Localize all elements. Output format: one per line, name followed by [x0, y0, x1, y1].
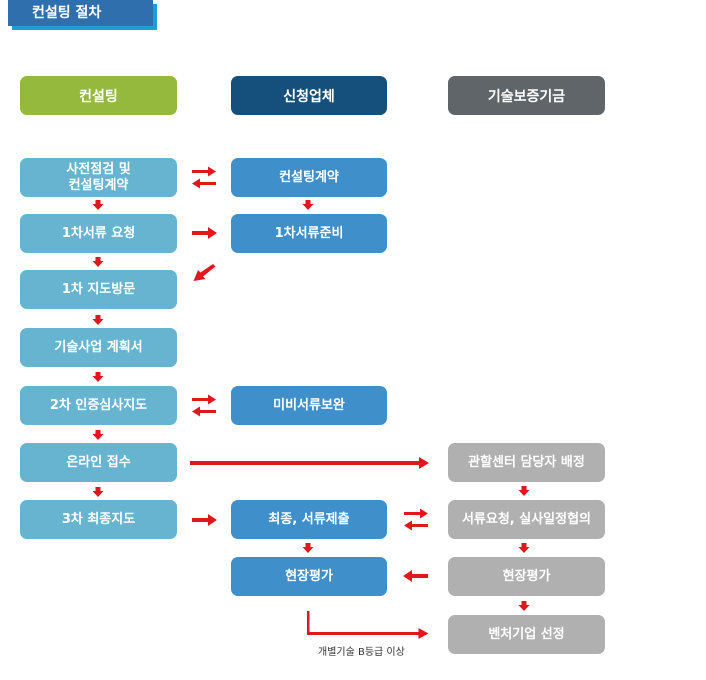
- step-venture-selection: 벤처기업 선정: [448, 615, 605, 654]
- arrow-right-schedule: [404, 508, 428, 519]
- arrow-left-contract: [192, 178, 216, 189]
- step-business-plan: 기술사업 계획서: [20, 328, 177, 367]
- step-missing-documents: 미비서류보완: [231, 386, 387, 425]
- arrow-down-4: [92, 372, 104, 382]
- step-document-schedule: 서류요청, 실사일정협의: [448, 500, 605, 539]
- arrow-down-3: [92, 315, 104, 325]
- step-second-certification: 2차 인증심사지도: [20, 386, 177, 425]
- arrow-down-1: [92, 200, 104, 210]
- step-third-final-guidance: 3차 최종지도: [20, 500, 177, 539]
- step-site-evaluation-fund: 현장평가: [448, 557, 605, 596]
- step-consulting-contract: 컨설팅계약: [231, 158, 387, 197]
- arrow-right-contract: [192, 166, 216, 177]
- arrow-right-certification: [192, 394, 216, 405]
- page-title: 컨설팅 절차: [8, 0, 153, 26]
- step-final-document-submit: 최종, 서류제출: [231, 500, 387, 539]
- grade-note: 개별기술 B등급 이상: [318, 647, 405, 658]
- arrow-right-document: [192, 227, 217, 239]
- arrow-right-online: [190, 457, 429, 469]
- arrow-down-10: [518, 543, 530, 553]
- arrow-left-evaluation: [403, 570, 428, 582]
- column-header-fund: 기술보증기금: [448, 76, 605, 115]
- step-online-submission: 온라인 접수: [20, 443, 177, 482]
- arrow-l-shaped-selection: [307, 611, 429, 639]
- step-precheck-line1: 사전점검 및: [66, 161, 131, 177]
- arrow-left-certification: [192, 406, 216, 417]
- column-header-consulting: 컨설팅: [20, 76, 177, 115]
- column-header-applicant: 신청업체: [231, 76, 387, 115]
- arrow-down-2: [92, 257, 104, 267]
- arrow-down-9: [518, 486, 530, 496]
- step-site-evaluation-applicant: 현장평가: [231, 557, 387, 596]
- step-precheck-line2: 컨설팅계약: [68, 177, 129, 193]
- arrow-right-final: [192, 514, 217, 526]
- step-first-visit: 1차 지도방문: [20, 270, 177, 309]
- arrow-down-8: [302, 543, 314, 553]
- step-first-document-prep: 1차서류준비: [231, 214, 387, 253]
- step-first-document-request: 1차서류 요청: [20, 214, 177, 253]
- arrow-diagonal-visit: [193, 264, 216, 281]
- arrow-left-schedule: [404, 520, 428, 531]
- arrow-down-6: [92, 487, 104, 497]
- page-title-tab: 컨설팅 절차: [8, 0, 157, 30]
- arrow-down-11: [518, 601, 530, 611]
- step-center-assignment: 관할센터 담당자 배정: [448, 443, 605, 482]
- arrow-down-5: [92, 430, 104, 440]
- step-precheck-contract: 사전점검 및 컨설팅계약: [20, 158, 177, 197]
- arrow-down-7: [302, 200, 314, 210]
